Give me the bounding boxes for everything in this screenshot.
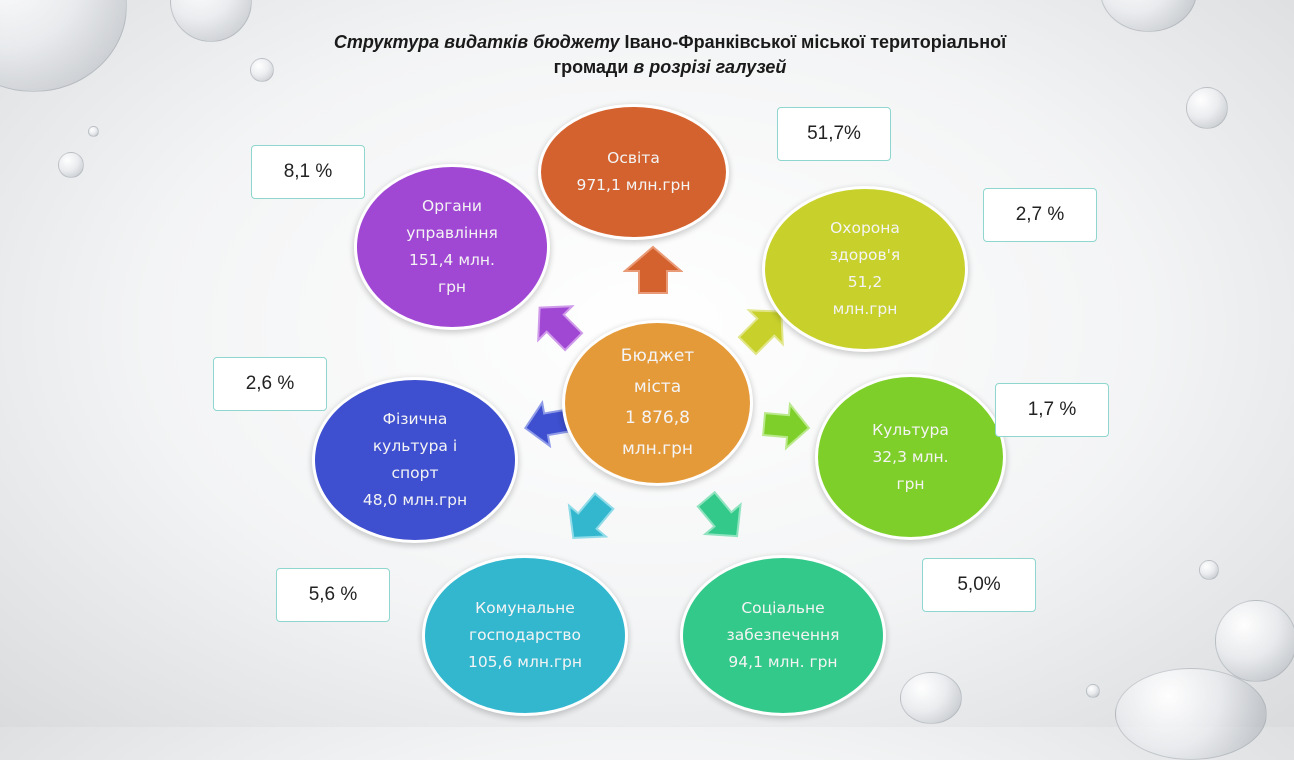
node-label: Органи bbox=[422, 197, 482, 215]
node-label: здоров'я bbox=[829, 246, 901, 264]
node-okhorona-zdorovia: Охорона здоров'я 51,2 млн.грн bbox=[765, 189, 965, 349]
percent-box-kultura: 1,7 % bbox=[995, 383, 1109, 437]
node-sport: Фізична культура і спорт 48,0 млн.грн bbox=[315, 380, 515, 540]
slide-title: Структура видатків бюджету Івано-Франків… bbox=[240, 30, 1100, 80]
water-drop-decoration bbox=[1115, 668, 1267, 760]
center-line: млн.грн bbox=[621, 439, 694, 459]
node-label: Культура bbox=[872, 420, 949, 439]
center-line: міста bbox=[633, 377, 682, 397]
water-drop-decoration bbox=[1199, 560, 1219, 580]
percent-box-komunalne: 5,6 % bbox=[276, 568, 390, 622]
water-drop-decoration bbox=[1086, 684, 1100, 698]
arrow-right-icon bbox=[762, 401, 811, 451]
water-drop-decoration bbox=[250, 58, 274, 82]
arrow-down-left-icon bbox=[567, 492, 615, 539]
node-label: Освіта bbox=[607, 149, 660, 167]
node-value: 151,4 млн. bbox=[409, 251, 495, 269]
title-line2-regular: громади bbox=[553, 57, 629, 77]
node-label: Комунальне bbox=[475, 599, 575, 617]
center-line: Бюджет bbox=[620, 346, 695, 366]
percent-box-sotsialne: 5,0% bbox=[922, 558, 1036, 612]
node-value: 48,0 млн.грн bbox=[362, 491, 468, 509]
arrow-up-right-icon bbox=[737, 309, 784, 356]
node-label: Соціальне bbox=[741, 599, 825, 617]
title-line2-italic: в розрізі галузей bbox=[628, 57, 787, 77]
node-komunalne: Комунальне господарство 105,6 млн.грн bbox=[425, 558, 625, 713]
water-drop-decoration bbox=[1186, 87, 1228, 129]
node-label: спорт bbox=[391, 464, 439, 482]
percent-box-sport: 2,6 % bbox=[213, 357, 327, 411]
node-label: Фізична bbox=[382, 410, 448, 428]
arrow-up-icon bbox=[623, 245, 683, 294]
water-drop-decoration bbox=[1215, 600, 1294, 682]
node-osvita: Освіта 971,1 млн.грн bbox=[541, 107, 726, 237]
center-line: 1 876,8 bbox=[625, 408, 690, 428]
center-budget-node: Бюджет міста 1 876,8 млн.грн bbox=[565, 323, 750, 483]
node-label: Охорона bbox=[830, 219, 900, 237]
water-drop-decoration bbox=[88, 126, 99, 137]
water-drop-decoration bbox=[1100, 0, 1197, 32]
node-value: млн.грн bbox=[832, 300, 898, 318]
node-value: грн bbox=[896, 474, 925, 493]
node-label: культура і bbox=[372, 437, 458, 455]
node-value: 971,1 млн.грн bbox=[576, 176, 691, 194]
percent-box-osvita: 51,7% bbox=[777, 107, 891, 161]
percent-box-okhorona: 2,7 % bbox=[983, 188, 1097, 242]
node-label: забезпечення bbox=[726, 626, 840, 644]
title-regular-part: Івано-Франківської міської територіально… bbox=[619, 32, 1007, 52]
node-value: 51,2 bbox=[847, 273, 883, 291]
title-italic-part: Структура видатків бюджету bbox=[333, 32, 620, 52]
node-label: управління bbox=[406, 224, 498, 242]
arrow-up-left-icon bbox=[537, 305, 584, 352]
node-orhany: Органи управління 151,4 млн. грн bbox=[357, 167, 547, 327]
node-sotsialne: Соціальне забезпечення 94,1 млн. грн bbox=[683, 558, 883, 713]
water-drop-decoration bbox=[58, 152, 84, 178]
node-value: 94,1 млн. грн bbox=[728, 653, 838, 671]
water-drop-decoration bbox=[0, 0, 127, 92]
node-kultura: Культура 32,3 млн. грн bbox=[818, 377, 1003, 537]
node-value: грн bbox=[437, 278, 467, 296]
percent-box-orhany: 8,1 % bbox=[251, 145, 365, 199]
node-value: 32,3 млн. bbox=[872, 447, 949, 466]
node-label: господарство bbox=[469, 626, 581, 644]
water-drop-decoration bbox=[900, 672, 962, 724]
node-value: 105,6 млн.грн bbox=[467, 653, 583, 671]
arrow-down-right-icon bbox=[696, 490, 742, 538]
